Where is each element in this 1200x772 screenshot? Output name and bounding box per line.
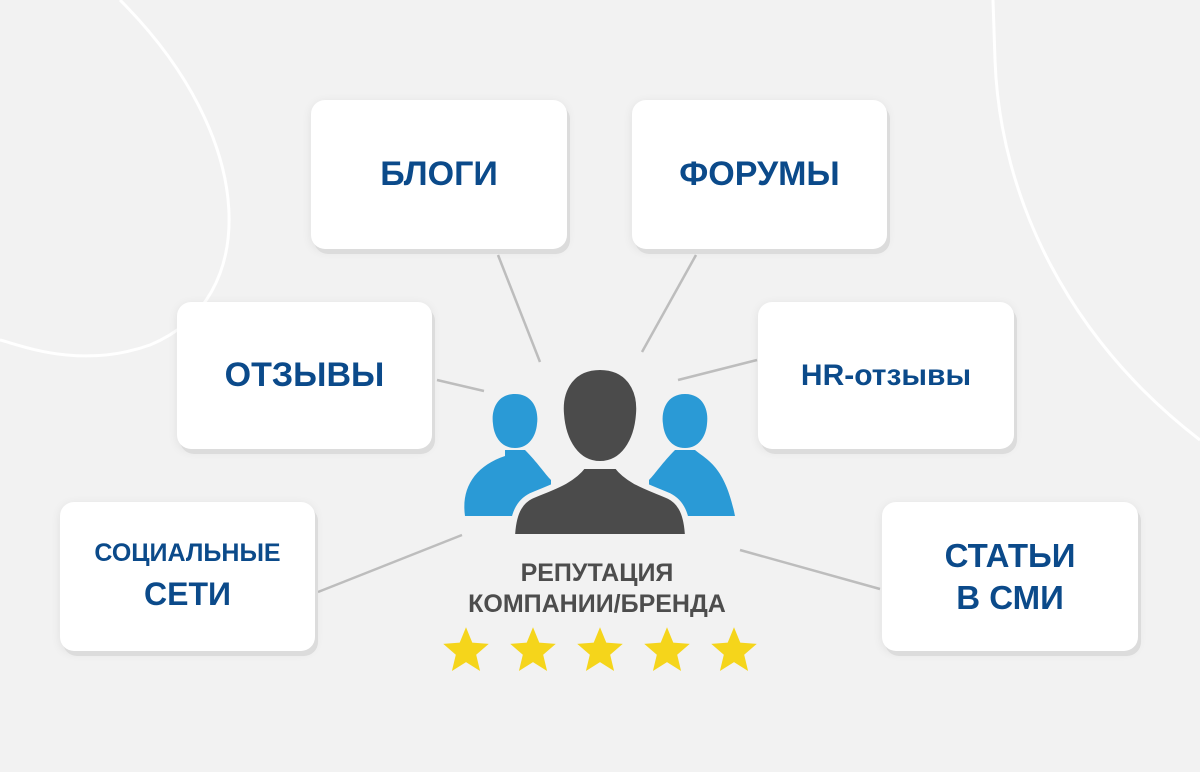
- card-media-line1: СТАТЬИ: [944, 537, 1076, 575]
- card-social-line2: СЕТИ: [144, 576, 231, 613]
- card-hr-reviews: HR-отзывы: [758, 302, 1014, 449]
- connector-reviews: [436, 378, 485, 393]
- star-icon: [711, 627, 757, 672]
- card-media-line2: В СМИ: [956, 578, 1064, 616]
- card-reviews-label: ОТЗЫВЫ: [224, 356, 385, 394]
- card-social-line1: СОЦИАЛЬНЫЕ: [94, 539, 281, 568]
- rating-stars: [440, 624, 760, 678]
- connector-social: [317, 533, 463, 594]
- center-title: РЕПУТАЦИЯ КОМПАНИИ/БРЕНДА: [425, 558, 769, 621]
- center-title-line2: КОМПАНИИ/БРЕНДА: [468, 590, 726, 619]
- connector-media: [739, 548, 881, 591]
- connector-blogs: [496, 254, 542, 363]
- connector-hr: [677, 358, 758, 382]
- star-icon: [644, 627, 690, 672]
- card-hr-reviews-label: HR-отзывы: [800, 358, 972, 392]
- people-group-icon: [464, 363, 735, 540]
- card-blogs: БЛОГИ: [311, 100, 567, 249]
- star-icon: [577, 627, 623, 672]
- center-title-line1: РЕПУТАЦИЯ: [520, 559, 674, 587]
- card-media-articles: СТАТЬИ В СМИ: [882, 502, 1138, 651]
- connector-lines: [317, 254, 881, 594]
- card-forums-label: ФОРУМЫ: [679, 155, 840, 193]
- card-forums: ФОРУМЫ: [632, 100, 887, 249]
- connector-forums: [640, 254, 698, 353]
- center-person-icon: [508, 363, 692, 540]
- card-blogs-label: БЛОГИ: [380, 155, 498, 193]
- card-reviews: ОТЗЫВЫ: [177, 302, 432, 449]
- star-icon: [443, 627, 489, 672]
- star-icon: [510, 627, 556, 672]
- card-social-networks: СОЦИАЛЬНЫЕ СЕТИ: [60, 502, 315, 651]
- bg-curve-right: [991, 0, 1200, 442]
